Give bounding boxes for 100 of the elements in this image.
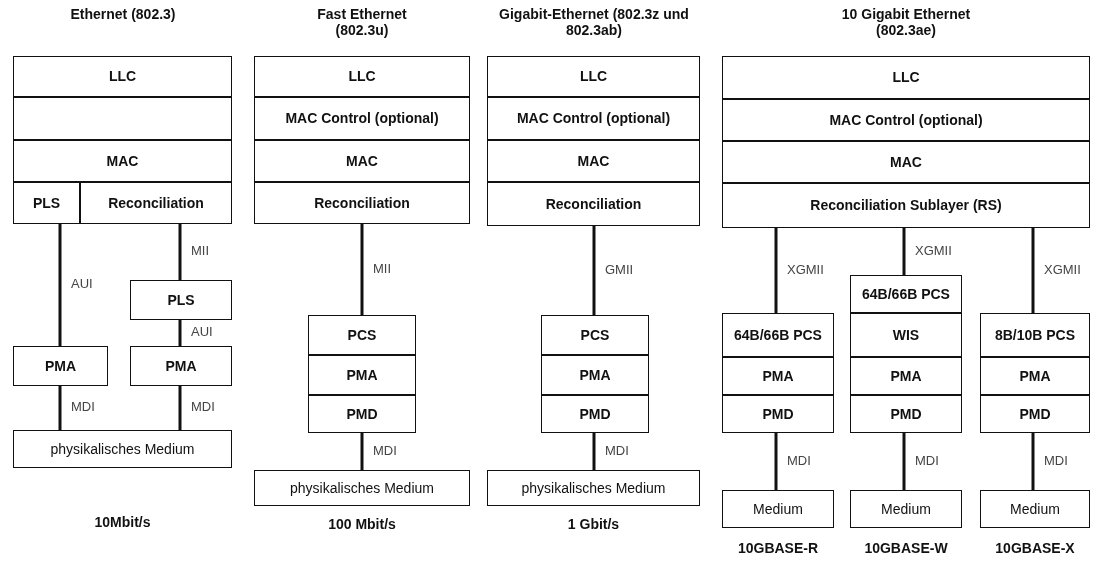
edge-label: MII xyxy=(372,261,393,276)
layer-name: 64B/66B PCS xyxy=(862,286,950,302)
layer-name: MAC xyxy=(346,153,378,169)
layer-name: 8B/10B PCS xyxy=(994,327,1076,343)
layer-box xyxy=(722,313,834,357)
layer-name: MAC xyxy=(106,153,139,169)
layer-box xyxy=(130,346,232,386)
layer-box xyxy=(722,183,1090,228)
connector-line xyxy=(592,433,596,470)
layer-box xyxy=(130,280,232,320)
edge-label: AUI xyxy=(70,277,94,291)
layer-box xyxy=(722,490,834,528)
layer-name: MAC Control (optional) xyxy=(285,111,439,126)
connector-line xyxy=(360,224,364,315)
layer-name: MAC Control (optional) xyxy=(829,112,983,128)
connector-line xyxy=(1031,228,1035,313)
layer-box xyxy=(850,313,962,357)
layer-name: physikalisches Medium xyxy=(50,441,195,457)
layer-name: LLC xyxy=(579,69,608,84)
column-heading: 10 Gigabit Ethernet (802.3ae) xyxy=(840,6,972,38)
layer-name: PMA xyxy=(346,367,378,383)
column-heading: Fast Ethernet (802.3u) xyxy=(316,6,408,38)
layer-name: WIS xyxy=(892,327,920,343)
layer-name: PMD xyxy=(890,406,922,422)
layer-box xyxy=(541,315,649,355)
edge-label: MDI xyxy=(786,453,812,468)
layer-box xyxy=(850,395,962,433)
layer-box xyxy=(254,97,470,140)
layer-box xyxy=(980,313,1090,357)
layer-box xyxy=(850,275,962,313)
layer-name: PMA xyxy=(1019,368,1051,384)
layer-box xyxy=(308,395,416,433)
connector-line xyxy=(58,386,62,430)
speed-label: 1 Gbit/s xyxy=(566,516,621,532)
layer-box xyxy=(13,182,80,224)
layer-box xyxy=(487,140,700,182)
layer-name: PMA xyxy=(44,358,77,374)
layer-box xyxy=(980,490,1090,528)
layer-name: Medium xyxy=(881,501,931,517)
connector-line xyxy=(774,228,778,313)
speed-label: 10GBASE-W xyxy=(863,540,949,556)
layer-box xyxy=(541,395,649,433)
layer-name: LLC xyxy=(348,69,376,84)
connector-line xyxy=(902,228,906,275)
layer-name: MAC xyxy=(890,154,922,170)
layer-box xyxy=(254,56,470,97)
layer-box xyxy=(254,140,470,182)
edge-label: XGMII xyxy=(914,243,953,258)
layer-box xyxy=(254,182,470,224)
layer-box xyxy=(541,355,649,395)
layer-name: PMA xyxy=(165,358,197,374)
layer-name: PCS xyxy=(347,327,377,343)
layer-box xyxy=(850,490,962,528)
layer-name: physikalisches Medium xyxy=(290,480,434,496)
speed-label: 10GBASE-R xyxy=(736,540,820,556)
layer-box xyxy=(980,357,1090,395)
edge-label: XGMII xyxy=(786,262,825,277)
layer-name: Reconciliation xyxy=(314,195,410,211)
connector-line xyxy=(178,320,182,346)
connector-line xyxy=(774,433,778,490)
column-heading: Gigabit-Ethernet (802.3z und 802.3ab) xyxy=(499,6,689,38)
edge-label: MDI xyxy=(914,453,940,468)
connector-line xyxy=(592,226,596,315)
layer-box xyxy=(980,395,1090,433)
layer-name: PMD xyxy=(579,406,611,422)
connector-line xyxy=(360,433,364,470)
layer-name: Medium xyxy=(1010,501,1060,517)
connector-line xyxy=(1031,433,1035,490)
edge-label: MDI xyxy=(372,443,398,458)
layer-box xyxy=(80,182,232,224)
layer-box xyxy=(308,315,416,355)
layer-name: physikalisches Medium xyxy=(521,480,666,496)
edge-label: MII xyxy=(190,244,211,258)
layer-name: LLC xyxy=(108,69,137,84)
connector-line xyxy=(58,224,62,346)
layer-name: PCS xyxy=(580,327,610,343)
layer-box xyxy=(722,141,1090,183)
layer-name: PMD xyxy=(346,406,378,422)
layer-name: PMD xyxy=(1019,406,1051,422)
layer-name: MAC Control (optional) xyxy=(516,111,671,126)
edge-label: MDI xyxy=(190,400,216,414)
layer-box xyxy=(487,97,700,140)
edge-label: MDI xyxy=(1043,453,1069,468)
layer-name: 64B/66B PCS xyxy=(734,327,822,343)
speed-label: 100 Mbit/s xyxy=(327,516,397,532)
layer-name: PLS xyxy=(32,195,61,211)
layer-name: PMD xyxy=(762,406,794,422)
layer-box xyxy=(722,56,1090,99)
layer-name: Reconciliation xyxy=(108,195,204,211)
speed-label: 10GBASE-X xyxy=(994,540,1076,556)
layer-box xyxy=(487,56,700,97)
column-heading: Ethernet (802.3) xyxy=(69,6,177,22)
layer-name: Reconciliation Sublayer (RS) xyxy=(810,198,1002,213)
layer-name: PMA xyxy=(762,368,794,384)
layer-name: PLS xyxy=(167,292,195,308)
layer-box xyxy=(722,357,834,395)
layer-box xyxy=(487,470,700,506)
layer-name: Medium xyxy=(753,501,803,517)
edge-label: XGMII xyxy=(1043,262,1082,277)
layer-box xyxy=(487,182,700,226)
